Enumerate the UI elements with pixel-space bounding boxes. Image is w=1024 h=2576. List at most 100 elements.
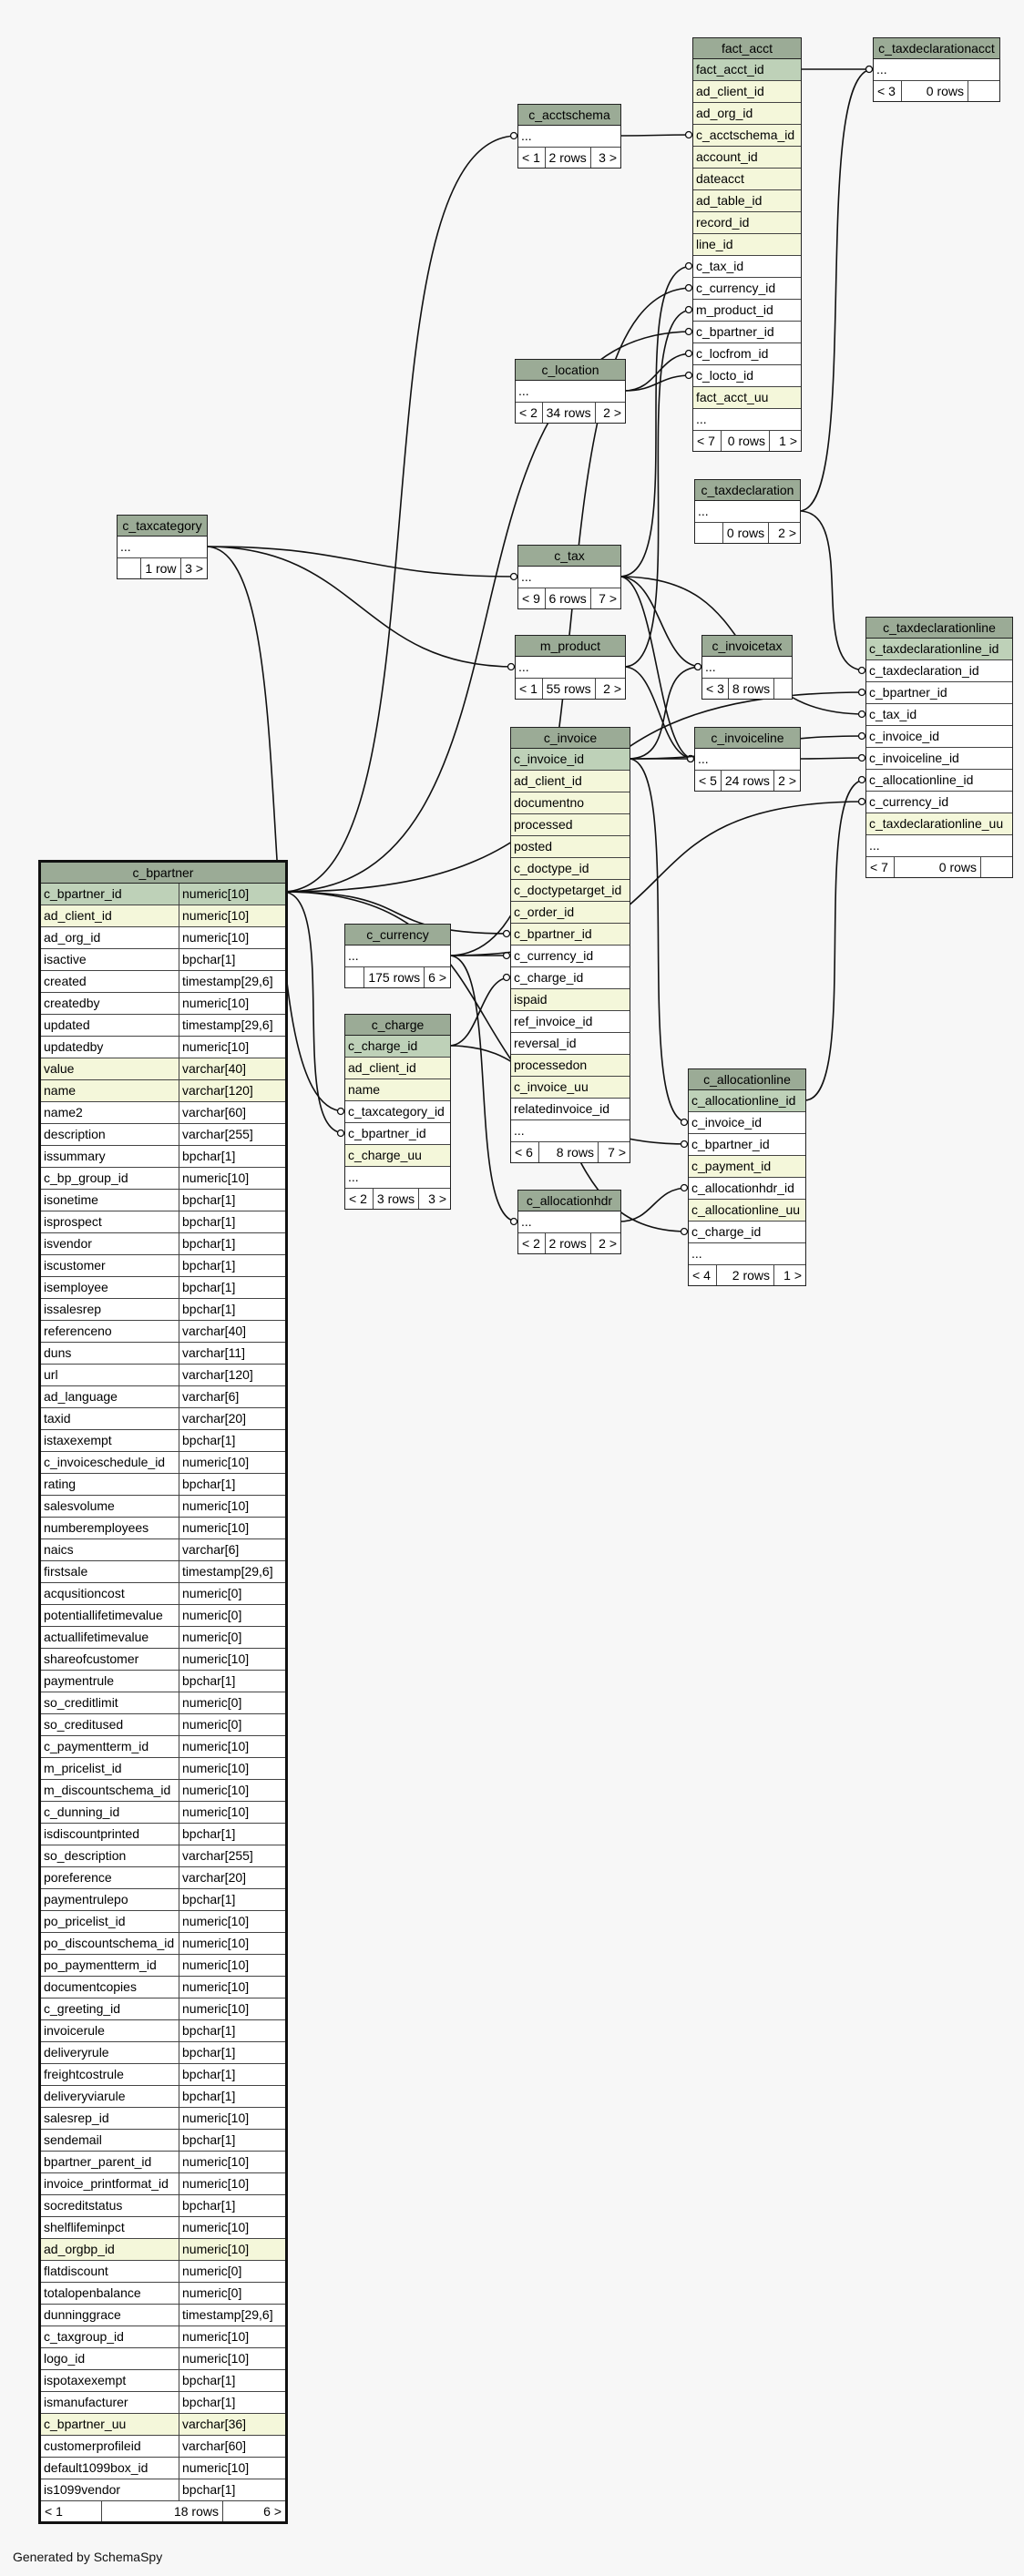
table-title[interactable]: c_invoice xyxy=(511,728,630,749)
children-count[interactable]: 6 > xyxy=(428,970,446,985)
row-count: 24 rows xyxy=(722,771,774,791)
parents-count[interactable]: < 9 xyxy=(518,588,546,608)
more-columns-row: ... xyxy=(689,1243,805,1265)
column-name: ad_client_id xyxy=(696,84,764,98)
children-count[interactable]: 3 > xyxy=(428,1191,446,1206)
children-count[interactable]: 3 > xyxy=(599,150,617,165)
table-title[interactable]: c_tax xyxy=(518,546,620,567)
column-name: logo_id xyxy=(41,2348,179,2369)
table-title[interactable]: c_location xyxy=(516,360,625,381)
column-name: relatedinvoice_id xyxy=(514,1101,610,1116)
parents-count[interactable]: < 2 xyxy=(345,1189,374,1209)
column-name: iscustomer xyxy=(41,1255,179,1276)
column-name: c_doctypetarget_id xyxy=(514,883,622,897)
children-count[interactable]: 2 > xyxy=(778,526,796,540)
parents-count[interactable]: < 2 xyxy=(518,1233,546,1253)
table-title[interactable]: c_allocationhdr xyxy=(518,1191,620,1211)
parents-count[interactable]: < 6 xyxy=(511,1142,539,1162)
children-count[interactable]: 7 > xyxy=(608,1145,626,1160)
children-count[interactable]: 2 > xyxy=(603,405,621,420)
column-type: numeric[10] xyxy=(182,2220,250,2234)
children-count[interactable]: 6 > xyxy=(263,2504,282,2519)
table-title[interactable]: c_currency xyxy=(345,925,450,946)
children-count[interactable] xyxy=(981,857,1012,877)
parents-count[interactable]: < 7 xyxy=(693,431,722,451)
parents-count[interactable]: < 3 xyxy=(874,81,902,101)
table-title[interactable]: c_acctschema xyxy=(518,105,620,126)
table-title[interactable]: c_invoiceline xyxy=(695,728,800,749)
row-count: 0 rows xyxy=(895,857,981,877)
column-row: c_bpartner_id xyxy=(345,1123,450,1145)
parents-count[interactable] xyxy=(118,558,142,578)
column-type: numeric[10] xyxy=(182,996,250,1010)
column-type: numeric[10] xyxy=(182,1958,250,1972)
column-type: varchar[255] xyxy=(182,1127,253,1141)
children-count[interactable]: 1 > xyxy=(779,434,797,448)
column-name: updated xyxy=(41,1015,179,1036)
column-name: invoice_printformat_id xyxy=(41,2173,179,2194)
column-name: ad_org_id xyxy=(41,927,179,948)
optional-marker xyxy=(509,1217,518,1226)
children-count[interactable]: 2 > xyxy=(603,681,621,696)
table-title[interactable]: c_taxcategory xyxy=(118,516,207,537)
column-row: processedon xyxy=(511,1055,630,1077)
parents-count[interactable]: < 1 xyxy=(518,148,546,168)
parents-count[interactable]: < 4 xyxy=(689,1265,717,1285)
column-type: varchar[40] xyxy=(182,1061,247,1076)
column-name: c_allocationline_id xyxy=(691,1093,796,1108)
table-title[interactable]: fact_acct xyxy=(693,38,801,59)
relationship-line xyxy=(619,265,693,578)
table-title[interactable]: c_taxdeclarationacct xyxy=(874,38,999,59)
children-count[interactable]: 3 > xyxy=(185,561,203,576)
column-type: bpchar[1] xyxy=(182,1258,236,1273)
children-count[interactable]: 7 > xyxy=(599,591,617,606)
parents-count[interactable] xyxy=(345,967,365,987)
table-title[interactable]: c_taxdeclaration xyxy=(695,480,800,501)
table-title[interactable]: c_charge xyxy=(345,1015,450,1036)
table-title[interactable]: m_product xyxy=(516,636,625,657)
table-title[interactable]: c_invoicetax xyxy=(702,636,792,657)
parents-count[interactable]: < 1 xyxy=(41,2501,102,2521)
children-count[interactable] xyxy=(968,81,999,101)
children-count[interactable] xyxy=(774,679,792,699)
column-name: c_charge_id xyxy=(514,970,584,985)
column-name: c_taxdeclaration_id xyxy=(869,663,979,678)
parents-count[interactable] xyxy=(695,523,723,543)
table-title[interactable]: c_allocationline xyxy=(689,1069,805,1090)
table-title[interactable]: c_taxdeclarationline xyxy=(866,618,1012,639)
optional-marker xyxy=(857,688,866,697)
column-type: numeric[10] xyxy=(182,1651,250,1666)
column-row: c_bpartner_id xyxy=(693,322,801,343)
column-name: ad_org_id xyxy=(696,106,753,120)
children-count[interactable]: 2 > xyxy=(778,773,796,788)
parents-count[interactable]: < 2 xyxy=(516,403,543,423)
column-name: istaxexempt xyxy=(41,1430,179,1451)
optional-marker xyxy=(857,753,866,762)
parents-count[interactable]: < 3 xyxy=(702,679,729,699)
row-count: 3 rows xyxy=(374,1189,420,1209)
parents-count[interactable]: < 1 xyxy=(516,679,543,699)
table-title[interactable]: c_bpartner xyxy=(41,863,285,884)
column-name: reversal_id xyxy=(514,1036,577,1050)
parents-count[interactable]: < 5 xyxy=(695,771,722,791)
column-type: varchar[120] xyxy=(182,1367,253,1382)
column-row: c_currency_id xyxy=(866,792,1012,813)
children-count[interactable]: 1 > xyxy=(783,1268,802,1283)
column-name: c_currency_id xyxy=(514,948,594,963)
children-count[interactable]: 2 > xyxy=(599,1236,617,1251)
parents-count[interactable]: < 7 xyxy=(866,857,895,877)
